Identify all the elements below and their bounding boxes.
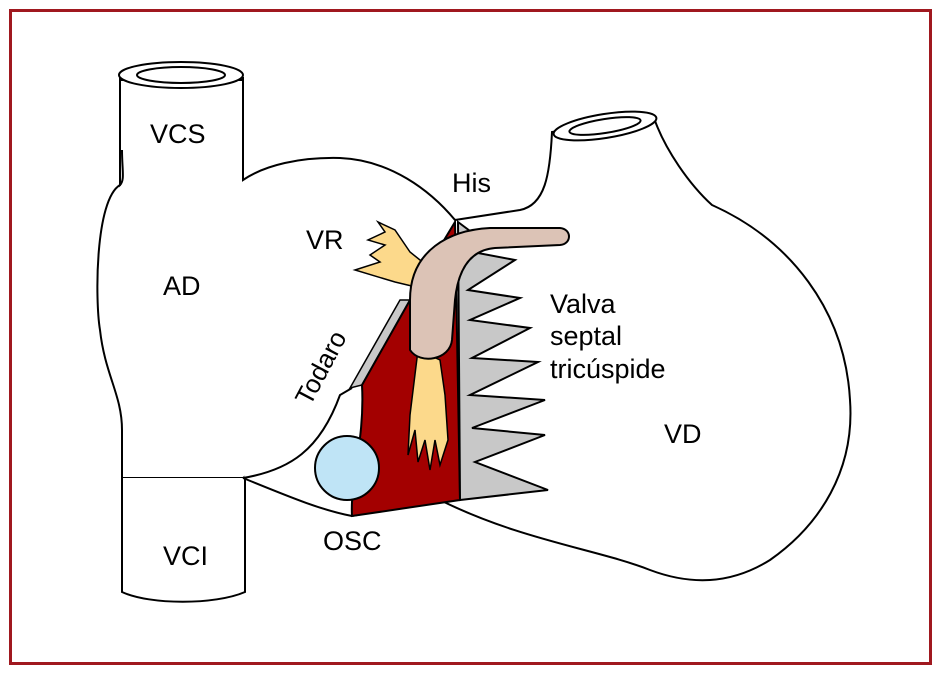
label-vcs: VCS bbox=[150, 119, 206, 149]
superior-vena-cava bbox=[119, 77, 244, 188]
label-vci: VCI bbox=[163, 541, 208, 571]
tricuspid-septal-leaflet bbox=[456, 219, 549, 502]
label-ad: AD bbox=[163, 271, 201, 301]
label-valva-line1: Valva bbox=[550, 289, 617, 319]
inferior-vena-cava bbox=[121, 478, 246, 603]
av-node-lower-branch bbox=[407, 348, 449, 471]
label-vr: VR bbox=[306, 225, 344, 255]
label-osc: OSC bbox=[323, 526, 382, 556]
coronary-sinus-ostium bbox=[314, 435, 380, 501]
label-vd: VD bbox=[664, 419, 702, 449]
label-his: His bbox=[452, 168, 491, 198]
atrial-septum-edge bbox=[242, 387, 353, 479]
label-valva-line2: septal bbox=[550, 321, 622, 351]
superior-vena-cava-lumen bbox=[136, 66, 226, 84]
his-bundle bbox=[409, 227, 570, 360]
pulmonary-trunk-lumen bbox=[568, 116, 642, 136]
label-valva-line3: tricúspide bbox=[550, 354, 666, 384]
